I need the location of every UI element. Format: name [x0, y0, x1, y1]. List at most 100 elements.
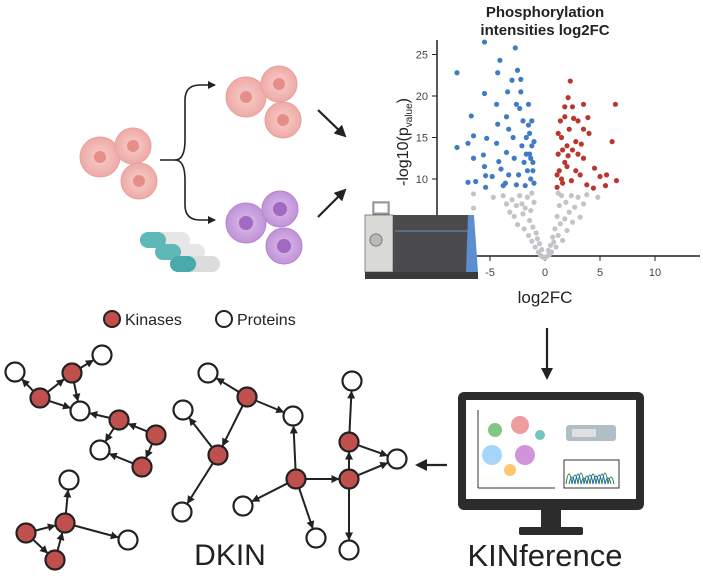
point-not-significant [584, 192, 590, 198]
x-tick-label: 10 [649, 267, 661, 279]
point-not-significant [529, 238, 535, 244]
point-not-significant [580, 201, 587, 207]
protein-node [197, 362, 219, 384]
y-tick-label: 20 [416, 91, 428, 103]
point-up [567, 78, 573, 84]
drug-pills-icon [140, 232, 220, 272]
to-ms-arrows [317, 109, 347, 218]
point-down [498, 166, 504, 172]
edge-arrow [357, 462, 389, 477]
point-not-significant [532, 244, 538, 250]
branch-arrows [160, 81, 216, 224]
point-down [495, 121, 501, 127]
point-up [590, 185, 597, 191]
edge-arrow [72, 382, 81, 402]
edge-arrow [255, 399, 285, 414]
point-not-significant [563, 199, 569, 205]
y-tick-label: 10 [416, 174, 428, 186]
point-down [522, 183, 528, 189]
y-tick-label: 25 [416, 50, 428, 62]
point-up [602, 183, 609, 189]
edge-arrow [108, 452, 134, 465]
point-not-significant [539, 246, 545, 253]
control-cells [79, 127, 158, 200]
point-down [519, 143, 525, 149]
point-down [528, 176, 534, 182]
point-up [562, 159, 568, 165]
point-up [560, 180, 566, 186]
edge-arrow [56, 532, 65, 552]
untreated-cells [225, 65, 302, 139]
protein-node [386, 448, 408, 470]
point-not-significant [531, 199, 537, 205]
point-down [512, 45, 518, 51]
point-not-significant [490, 194, 496, 200]
protein-node [305, 527, 327, 549]
edge-arrow [89, 411, 110, 419]
point-down [517, 105, 523, 112]
point-down [516, 172, 522, 178]
kinase-node [207, 444, 229, 466]
protein-node [172, 399, 194, 421]
point-up [613, 178, 620, 184]
point-not-significant [519, 201, 525, 207]
point-down [518, 89, 524, 95]
point-up [562, 104, 568, 110]
point-not-significant [470, 191, 477, 197]
edge-arrow [347, 390, 356, 433]
point-down [527, 130, 533, 136]
point-not-significant [555, 190, 561, 196]
protein-legend-icon [215, 310, 233, 328]
point-not-significant [572, 204, 578, 210]
legend-kinases: Kinases [125, 312, 182, 329]
point-not-significant [568, 193, 575, 199]
point-down [520, 118, 526, 124]
point-not-significant [507, 209, 513, 215]
edge-arrow [188, 417, 213, 449]
protein-node [69, 400, 91, 422]
edge-arrow [251, 482, 288, 503]
point-not-significant [503, 201, 510, 207]
point-down [524, 168, 531, 174]
point-up [558, 176, 565, 182]
kinference-label: KINference [467, 538, 622, 573]
point-up [604, 172, 610, 178]
cell-icon [265, 227, 303, 265]
point-down [525, 122, 532, 128]
point-down [529, 118, 535, 124]
edge-arrow [63, 489, 72, 514]
point-up [591, 165, 598, 171]
point-not-significant [547, 242, 554, 248]
edge-arrow [21, 378, 35, 392]
point-down [529, 143, 535, 149]
point-not-significant [528, 207, 534, 214]
point-down [530, 159, 536, 165]
kinase-node [338, 431, 360, 453]
point-not-significant [514, 222, 521, 228]
point-not-significant [533, 230, 539, 236]
legend-proteins: Proteins [237, 312, 296, 329]
point-not-significant [569, 219, 576, 225]
point-up [586, 130, 592, 136]
dkin-label: DKIN [194, 539, 266, 572]
edge-arrow [104, 427, 115, 442]
point-down [489, 173, 495, 180]
computer-monitor-icon [458, 392, 644, 535]
point-down [494, 140, 500, 146]
cell-icon [260, 65, 298, 103]
volcano-title-line1: Phosphorylation [486, 4, 604, 21]
cell-icon [261, 190, 299, 228]
protein-node [232, 495, 254, 517]
edge-arrow [46, 378, 65, 393]
point-down [483, 173, 489, 179]
volcano-plot: Phosphorylation intensities log2FC 25201… [395, 4, 700, 307]
point-down [473, 178, 479, 185]
edge-arrow [216, 377, 240, 393]
point-down [523, 134, 529, 141]
kinase-node [15, 522, 37, 544]
point-up [612, 101, 619, 107]
protein-node [117, 529, 139, 551]
network-nodes [4, 344, 408, 571]
